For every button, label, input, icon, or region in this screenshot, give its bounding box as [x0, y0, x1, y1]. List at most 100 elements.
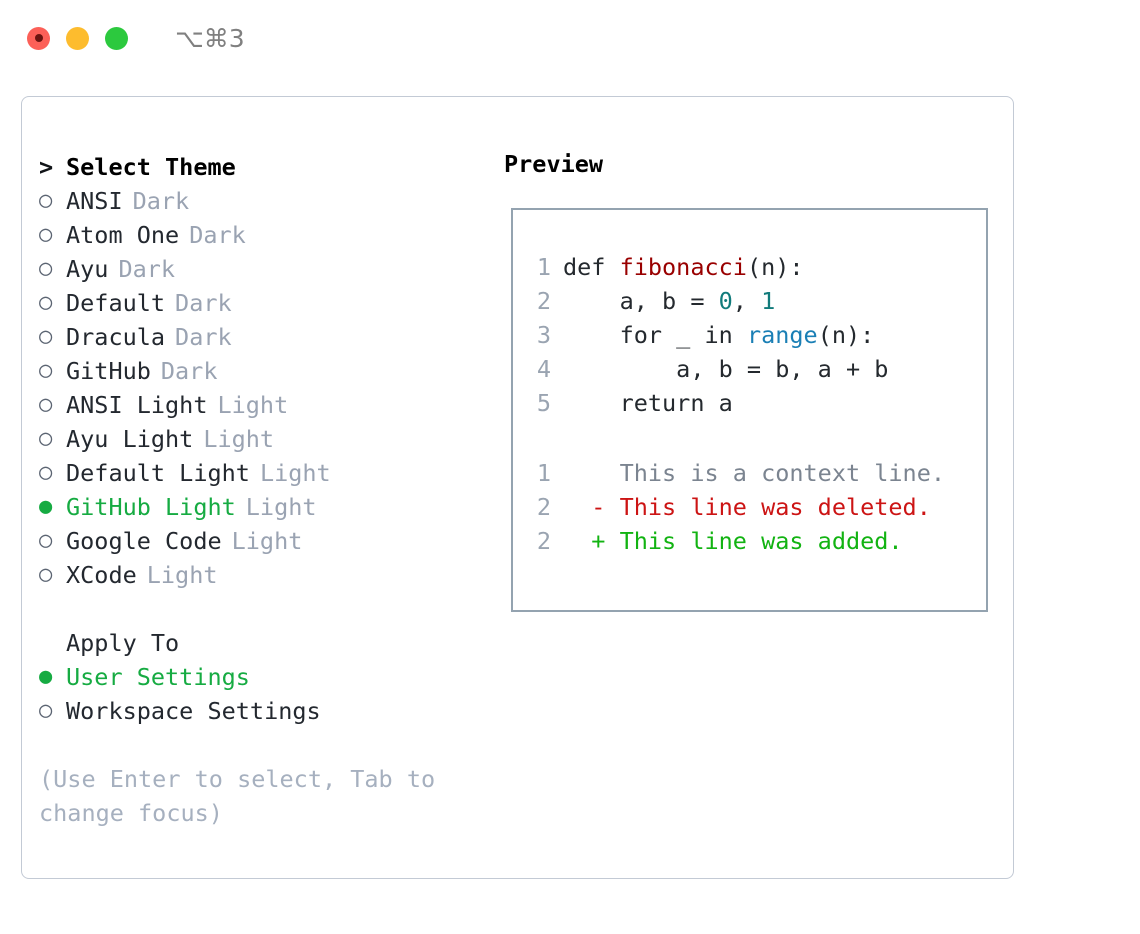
- theme-item-label: ANSI: [66, 187, 123, 215]
- hint-text: (Use Enter to select, Tab to change focu…: [39, 765, 436, 827]
- theme-item-tag: Dark: [118, 255, 176, 283]
- theme-list-item[interactable]: ○ Atom One Dark: [39, 218, 502, 252]
- code-diff-separator: [529, 420, 986, 456]
- code-line: 4 a, b = b, a + b: [529, 352, 986, 386]
- code-token: 0: [718, 287, 733, 315]
- preview-title: Preview: [504, 150, 604, 178]
- diff-line-number: 2: [536, 527, 551, 555]
- minimize-button[interactable]: [66, 26, 89, 50]
- theme-item-label: GitHub: [66, 357, 151, 385]
- theme-item-label: Google Code: [66, 527, 222, 555]
- apply-to-item[interactable]: ○ Workspace Settings: [39, 694, 502, 728]
- traffic-lights: [27, 26, 128, 50]
- theme-list-item[interactable]: ○ Ayu Dark: [39, 252, 502, 286]
- code-token: (n):: [746, 253, 804, 281]
- diff-line: 1 This is a context line.: [529, 456, 986, 490]
- code-line-text: def fibonacci(n):: [563, 250, 804, 284]
- code-line-text: a, b = b, a + b: [563, 352, 888, 386]
- radio-unselected-icon[interactable]: ○: [39, 698, 53, 723]
- diff-line: 2 - This line was deleted.: [529, 490, 986, 524]
- theme-list-item[interactable]: ● GitHub Light Light: [39, 490, 502, 524]
- theme-item-tag: Light: [245, 493, 317, 521]
- code-line-number: 1: [536, 253, 551, 281]
- code-line-number: 4: [536, 355, 551, 383]
- radio-unselected-icon[interactable]: ○: [39, 528, 53, 553]
- apply-to-item-label: Workspace Settings: [66, 697, 321, 725]
- code-line-text: a, b = 0, 1: [563, 284, 776, 318]
- apply-to-header: Apply To: [39, 626, 502, 660]
- code-token: a, b =: [563, 287, 719, 315]
- code-line: 1 def fibonacci(n):: [529, 250, 986, 284]
- diff-line-number: 2: [536, 493, 551, 521]
- theme-item-tag: Light: [203, 425, 275, 453]
- code-token: 1: [761, 287, 776, 315]
- zoom-button[interactable]: [105, 26, 128, 50]
- theme-list-item[interactable]: ○ GitHub Dark: [39, 354, 502, 388]
- page-title: Select Theme: [66, 153, 236, 181]
- theme-item-tag: Light: [217, 391, 289, 419]
- diff-line-text: + This line was added.: [563, 527, 903, 555]
- code-token: for _ in: [563, 321, 747, 349]
- caret-icon: >: [39, 153, 54, 181]
- blank-marker: [39, 626, 66, 660]
- theme-item-label: Default: [66, 289, 166, 317]
- theme-item-tag: Dark: [160, 357, 218, 385]
- apply-to-item[interactable]: ● User Settings: [39, 660, 502, 694]
- list-spacer: [39, 592, 502, 626]
- radio-unselected-icon[interactable]: ○: [39, 358, 53, 383]
- code-token: (n):: [817, 321, 875, 349]
- code-token: a, b = b, a + b: [563, 355, 889, 383]
- theme-item-tag: Dark: [189, 221, 246, 249]
- code-line-number: 3: [536, 321, 551, 349]
- code-line-text: for _ in range(n):: [563, 318, 875, 352]
- apply-to-item-label: User Settings: [66, 663, 250, 691]
- title-bar: ⌥⌘3: [0, 0, 1140, 76]
- radio-unselected-icon[interactable]: ○: [39, 290, 53, 315]
- close-button[interactable]: [27, 26, 50, 50]
- radio-unselected-icon[interactable]: ○: [39, 324, 53, 349]
- theme-list-item[interactable]: ○ Default Light Light: [39, 456, 502, 490]
- radio-unselected-icon[interactable]: ○: [39, 392, 53, 417]
- radio-unselected-icon[interactable]: ○: [39, 460, 53, 485]
- theme-item-label: Ayu: [66, 255, 109, 283]
- code-token: return a: [563, 389, 733, 417]
- diff-line-text: - This line was deleted.: [563, 493, 931, 521]
- radio-unselected-icon[interactable]: ○: [39, 222, 53, 247]
- theme-item-label: GitHub Light: [66, 493, 236, 521]
- radio-unselected-icon[interactable]: ○: [39, 562, 53, 587]
- diff-line-text: This is a context line.: [563, 459, 946, 487]
- theme-item-tag: Dark: [175, 323, 232, 351]
- theme-item-tag: Light: [259, 459, 331, 487]
- diff-line: 2 + This line was added.: [529, 524, 986, 558]
- radio-unselected-icon[interactable]: ○: [39, 256, 53, 281]
- code-line: 3 for _ in range(n):: [529, 318, 986, 352]
- theme-item-label: XCode: [66, 561, 137, 589]
- code-line: 2 a, b = 0, 1: [529, 284, 986, 318]
- radio-selected-icon[interactable]: ●: [39, 494, 53, 519]
- theme-item-label: Ayu Light: [66, 425, 194, 453]
- code-line: 5 return a: [529, 386, 986, 420]
- code-token: fibonacci: [619, 253, 747, 281]
- apply-to-label: Apply To: [66, 629, 180, 657]
- apply-to-list: ● User Settings ○ Workspace Settings: [39, 660, 502, 728]
- radio-unselected-icon[interactable]: ○: [39, 188, 53, 213]
- theme-item-label: Atom One: [66, 221, 180, 249]
- code-line-text: return a: [563, 386, 733, 420]
- radio-selected-icon[interactable]: ●: [39, 664, 53, 689]
- radio-unselected-icon[interactable]: ○: [39, 426, 53, 451]
- theme-list-item[interactable]: ○ Ayu Light Light: [39, 422, 502, 456]
- theme-item-label: Default Light: [66, 459, 250, 487]
